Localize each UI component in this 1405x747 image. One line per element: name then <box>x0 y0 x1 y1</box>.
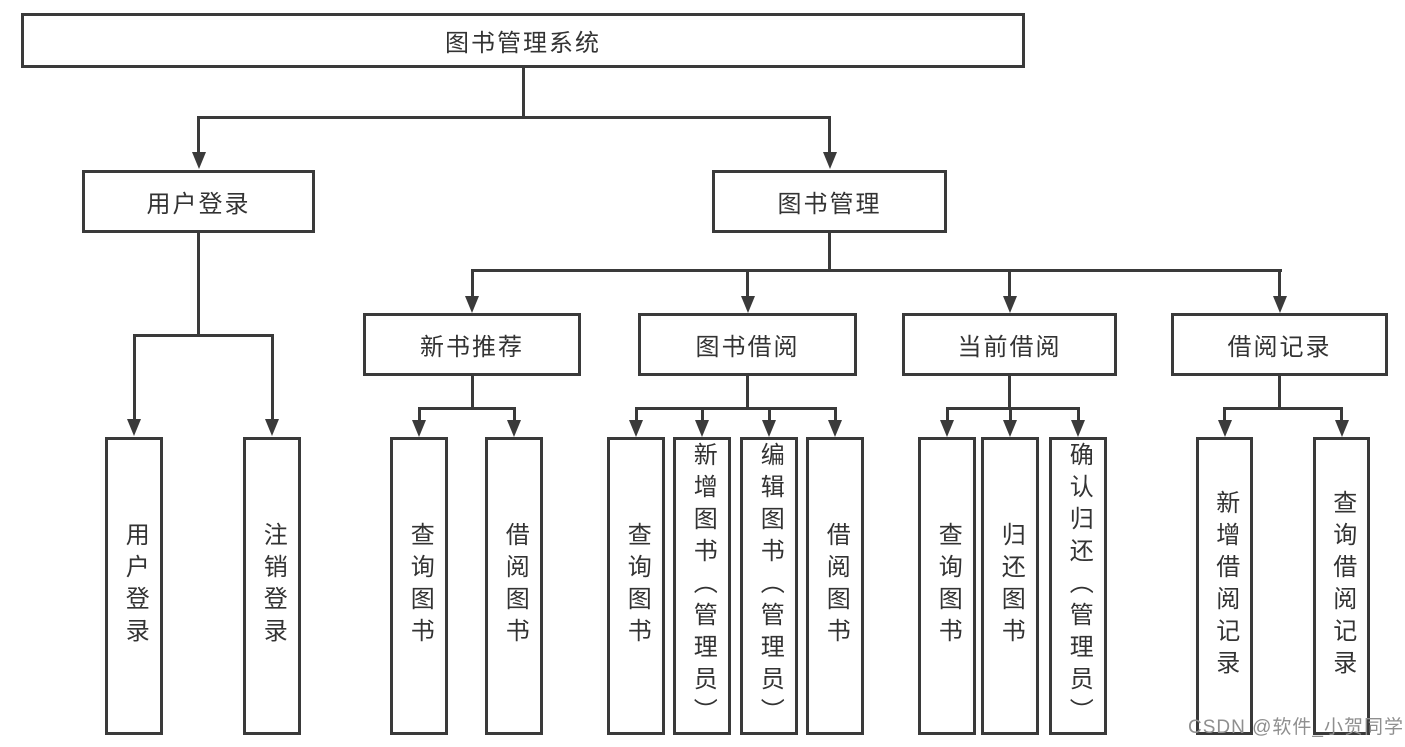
arrowhead-icon <box>507 420 521 437</box>
connector-borrowing-records-stem <box>1278 376 1281 408</box>
arrowhead-icon <box>127 419 141 436</box>
connector-drop-leaf <box>1076 406 1080 421</box>
arrowhead-icon <box>1002 296 1017 313</box>
connector-drop-book-management <box>828 115 831 154</box>
connector-book-management-hbar <box>470 268 1282 272</box>
leaf-return-books-label: 归还图书 <box>997 522 1025 650</box>
connector-drop-user-login <box>197 115 200 154</box>
connector-current-borrowing-stem <box>1008 376 1011 408</box>
connector-drop-leaf <box>1008 406 1012 421</box>
connector-drop-leaf <box>1340 406 1343 421</box>
node-book-management-label: 图书管理 <box>777 191 882 218</box>
arrowhead-icon <box>1217 420 1232 437</box>
leaf-confirm-return-admin: 确认归还（管理员） <box>1049 437 1107 735</box>
leaf-add-books-admin-label: 新增图书（管理员） <box>689 442 717 730</box>
node-library-management-system: 图书管理系统 <box>21 13 1025 68</box>
node-book-borrowing: 图书借阅 <box>638 313 857 376</box>
connector-root-hbar <box>197 115 831 119</box>
connector-drop-leaf <box>833 406 837 421</box>
connector-drop-leaf-logout <box>270 333 274 420</box>
node-book-borrowing-label: 图书借阅 <box>695 334 800 361</box>
node-new-book-recommend: 新书推荐 <box>363 313 581 376</box>
connector-root-stem <box>521 68 525 117</box>
leaf-logout-label: 注销登录 <box>259 522 287 650</box>
arrowhead-icon <box>1003 420 1017 437</box>
connector-drop-leaf <box>634 406 638 421</box>
leaf-user-login: 用户登录 <box>105 437 163 735</box>
node-new-book-recommend-label: 新书推荐 <box>420 334 524 361</box>
leaf-query-books-borrowing-label: 查询图书 <box>623 522 651 650</box>
leaf-edit-books-admin-label: 编辑图书（管理员） <box>756 442 784 730</box>
arrowhead-icon <box>828 420 842 437</box>
connector-book-borrowing-hbar <box>634 406 837 410</box>
connector-book-management-stem <box>828 233 831 270</box>
connector-drop-leaf <box>1223 406 1226 421</box>
connector-drop-leaf <box>417 406 421 421</box>
node-borrowing-records: 借阅记录 <box>1171 313 1388 376</box>
leaf-logout: 注销登录 <box>243 437 301 735</box>
leaf-return-books: 归还图书 <box>981 437 1039 735</box>
leaf-user-login-label: 用户登录 <box>121 522 149 650</box>
connector-drop-current-borrowing <box>1008 268 1011 297</box>
connector-drop-book-borrowing <box>746 268 749 297</box>
connector-drop-leaf <box>512 406 516 421</box>
connector-new-book-recommend-hbar <box>417 406 516 410</box>
connector-user-login-stem <box>197 233 200 335</box>
node-book-management: 图书管理 <box>712 170 947 233</box>
leaf-borrow-books-recommend-label: 借阅图书 <box>501 522 529 650</box>
leaf-add-borrow-record-label: 新增借阅记录 <box>1211 490 1239 682</box>
connector-drop-leaf <box>767 406 771 421</box>
leaf-query-borrow-record-label: 查询借阅记录 <box>1328 490 1356 682</box>
arrowhead-icon <box>762 420 776 437</box>
leaf-add-books-admin: 新增图书（管理员） <box>673 437 731 735</box>
leaf-query-books-borrowing: 查询图书 <box>607 437 665 735</box>
arrowhead-icon <box>822 152 837 169</box>
leaf-query-books-recommend-label: 查询图书 <box>406 522 434 650</box>
node-borrowing-records-label: 借阅记录 <box>1227 334 1332 361</box>
arrowhead-icon <box>412 420 426 437</box>
connector-current-borrowing-hbar <box>945 406 1080 410</box>
connector-drop-leaf-user-login <box>132 333 136 420</box>
leaf-query-books-current-label: 查询图书 <box>934 522 962 650</box>
leaf-edit-books-admin: 编辑图书（管理员） <box>740 437 798 735</box>
arrowhead-icon <box>695 420 709 437</box>
node-current-borrowing-label: 当前借阅 <box>957 334 1062 361</box>
leaf-query-books-current: 查询图书 <box>918 437 976 735</box>
connector-drop-leaf <box>945 406 949 421</box>
node-user-login-label: 用户登录 <box>146 191 251 218</box>
node-library-management-system-label: 图书管理系统 <box>445 30 601 57</box>
connector-user-login-hbar <box>132 333 274 337</box>
arrowhead-icon <box>465 296 479 313</box>
connector-drop-new-book-recommend <box>470 268 474 297</box>
arrowhead-icon <box>265 419 279 436</box>
arrowhead-icon <box>1272 296 1287 313</box>
connector-borrowing-records-hbar <box>1223 406 1343 410</box>
node-user-login: 用户登录 <box>82 170 315 233</box>
connector-book-borrowing-stem <box>746 376 749 408</box>
leaf-query-borrow-record: 查询借阅记录 <box>1313 437 1370 735</box>
arrowhead-icon <box>191 152 206 169</box>
node-current-borrowing: 当前借阅 <box>902 313 1117 376</box>
connector-drop-leaf <box>700 406 704 421</box>
arrowhead-icon <box>940 420 954 437</box>
arrowhead-icon <box>740 296 755 313</box>
leaf-borrow-books: 借阅图书 <box>806 437 864 735</box>
watermark: CSDN @软件_小贺同学 <box>1188 717 1404 738</box>
leaf-borrow-books-label: 借阅图书 <box>822 522 850 650</box>
arrowhead-icon <box>1071 420 1085 437</box>
leaf-query-books-recommend: 查询图书 <box>390 437 448 735</box>
arrowhead-icon <box>1334 420 1349 437</box>
connector-new-book-recommend-stem <box>470 376 474 408</box>
leaf-add-borrow-record: 新增借阅记录 <box>1196 437 1253 735</box>
leaf-borrow-books-recommend: 借阅图书 <box>485 437 543 735</box>
arrowhead-icon <box>629 420 643 437</box>
leaf-confirm-return-admin-label: 确认归还（管理员） <box>1065 442 1093 730</box>
connector-drop-borrowing-records <box>1278 268 1281 297</box>
